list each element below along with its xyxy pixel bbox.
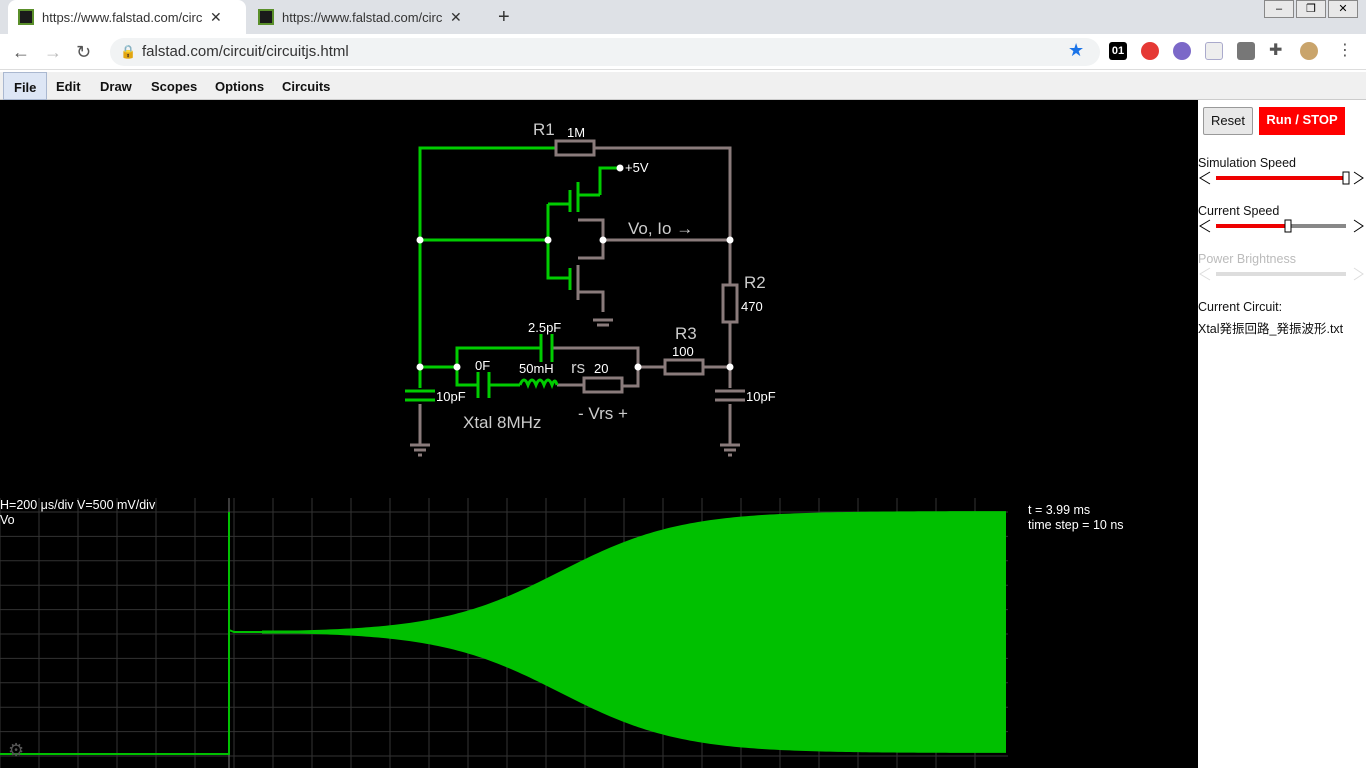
browser-tab-1[interactable]: https://www.falstad.com/circ ✕	[8, 0, 246, 34]
address-bar: ← → ↻ 🔒 falstad.com/circuit/circuitjs.ht…	[0, 34, 1366, 70]
menu-circuits[interactable]: Circuits	[282, 79, 331, 94]
close-window-icon[interactable]: ✕	[1328, 0, 1358, 18]
inductor-value: 50mH	[519, 361, 554, 376]
lock-icon: 🔒	[120, 44, 137, 59]
menu-draw[interactable]: Draw	[100, 79, 132, 94]
r1-name: R1	[533, 120, 555, 139]
c-left-10pf-capacitor[interactable]	[405, 389, 435, 402]
falstad-favicon-icon	[258, 9, 274, 25]
scope-trace-envelope	[262, 511, 1006, 753]
active-wires	[418, 146, 620, 388]
url-text: falstad.com/circuit/circuitjs.html	[142, 43, 349, 60]
scope-trace-label: Vo	[0, 513, 15, 527]
circuit-canvas[interactable]: R1 1M +5V Vo, Io → R2 470 2.5pF R3 100 0…	[0, 100, 1198, 768]
menu-file[interactable]: File	[3, 72, 48, 100]
c-0f-capacitor[interactable]	[476, 372, 491, 398]
restore-icon[interactable]: ❐	[1296, 0, 1326, 18]
power-brightness-slider	[1199, 267, 1364, 281]
r1-resistor[interactable]	[554, 139, 596, 157]
c-top-value: 2.5pF	[528, 320, 561, 335]
extensions-puzzle-icon[interactable]: ✚	[1269, 42, 1283, 59]
rs-value: 20	[594, 361, 608, 376]
menu-scopes[interactable]: Scopes	[151, 79, 198, 94]
rs-resistor[interactable]	[582, 376, 624, 394]
vrs-label: - Vrs +	[578, 404, 628, 423]
forward-icon[interactable]: →	[44, 42, 62, 62]
r2-name: R2	[744, 273, 766, 292]
schematic-svg: R1 1M +5V Vo, Io → R2 470 2.5pF R3 100 0…	[0, 120, 1124, 768]
close-icon[interactable]: ✕	[210, 8, 222, 25]
r3-value: 100	[672, 344, 694, 359]
run-stop-button[interactable]: Run / STOP	[1259, 107, 1345, 135]
current-circuit-label: Current Circuit:	[1198, 300, 1283, 314]
c0-value: 0F	[475, 358, 490, 373]
tab-title: https://www.falstad.com/circ	[282, 9, 442, 25]
new-tab-button[interactable]: +	[498, 6, 510, 28]
extension-search-icon[interactable]	[1205, 42, 1223, 60]
extension-01-icon[interactable]: 01	[1109, 42, 1127, 60]
minimize-icon[interactable]: –	[1264, 0, 1294, 18]
tab-title: https://www.falstad.com/circ	[42, 9, 202, 25]
power-brightness-label: Power Brightness	[1198, 252, 1296, 266]
junction-dots	[416, 164, 734, 371]
scope[interactable]: H=200 μs/div V=500 mV/div Vo t = 3.99 ms…	[0, 498, 1124, 768]
scope-time-label: t = 3.99 ms	[1028, 503, 1090, 517]
extension-purple-icon[interactable]	[1173, 42, 1191, 60]
browser-tab-2[interactable]: https://www.falstad.com/circ ✕	[248, 0, 486, 34]
r2-resistor[interactable]	[721, 283, 739, 324]
sim-speed-label: Simulation Speed	[1198, 156, 1296, 170]
current-speed-thumb[interactable]	[1284, 219, 1292, 233]
scope-scale-label: H=200 μs/div V=500 mV/div	[0, 498, 156, 512]
inductor-50mh[interactable]	[518, 378, 559, 390]
scope-trace-startup	[0, 512, 300, 755]
sim-speed-thumb[interactable]	[1342, 171, 1350, 185]
menu-options[interactable]: Options	[215, 79, 265, 94]
r1-value: 1M	[567, 125, 585, 140]
r2-value: 470	[741, 299, 763, 314]
bookmark-star-icon[interactable]: ★	[1068, 40, 1085, 60]
back-icon[interactable]: ←	[12, 42, 30, 62]
menu-edit[interactable]: Edit	[56, 79, 81, 94]
c-left-value: 10pF	[436, 389, 466, 404]
browser-tabbar: https://www.falstad.com/circ ✕ https://w…	[0, 0, 1366, 34]
browser-menu-icon[interactable]: ⋮	[1337, 42, 1353, 59]
idle-wires	[410, 146, 740, 457]
scope-settings-gear-icon[interactable]: ⚙	[8, 740, 24, 760]
extension-gray-icon[interactable]	[1237, 42, 1255, 60]
app-menubar: File Edit Draw Scopes Options Circuits	[0, 72, 1366, 100]
window-controls: – ❐ ✕	[1262, 0, 1358, 18]
rs-name: rs	[571, 358, 585, 377]
url-field[interactable]: 🔒 falstad.com/circuit/circuitjs.html	[110, 38, 1100, 66]
c-right-10pf-capacitor[interactable]	[715, 389, 745, 402]
c-2-5pf-capacitor[interactable]	[539, 334, 554, 362]
r3-resistor[interactable]	[663, 358, 705, 376]
profile-avatar[interactable]	[1300, 42, 1318, 60]
reload-icon[interactable]: ↻	[76, 42, 92, 62]
falstad-favicon-icon	[18, 9, 34, 25]
r3-name: R3	[675, 324, 697, 343]
scope-step-label: time step = 10 ns	[1028, 518, 1124, 532]
current-circuit-name: Xtal発振回路_発振波形.txt	[1198, 322, 1344, 336]
c-right-value: 10pF	[746, 389, 776, 404]
reset-button[interactable]: Reset	[1203, 107, 1253, 135]
output-label: Vo, Io →	[628, 219, 693, 238]
control-panel: Reset Run / STOP Simulation Speed Curren…	[1198, 100, 1366, 768]
extension-red-icon[interactable]	[1141, 42, 1159, 60]
supply-label: +5V	[625, 160, 649, 175]
xtal-label: Xtal 8MHz	[463, 413, 541, 432]
sim-speed-slider[interactable]	[1198, 170, 1364, 186]
current-speed-slider[interactable]	[1198, 218, 1364, 234]
current-speed-label: Current Speed	[1198, 204, 1280, 218]
close-icon[interactable]: ✕	[450, 8, 462, 25]
